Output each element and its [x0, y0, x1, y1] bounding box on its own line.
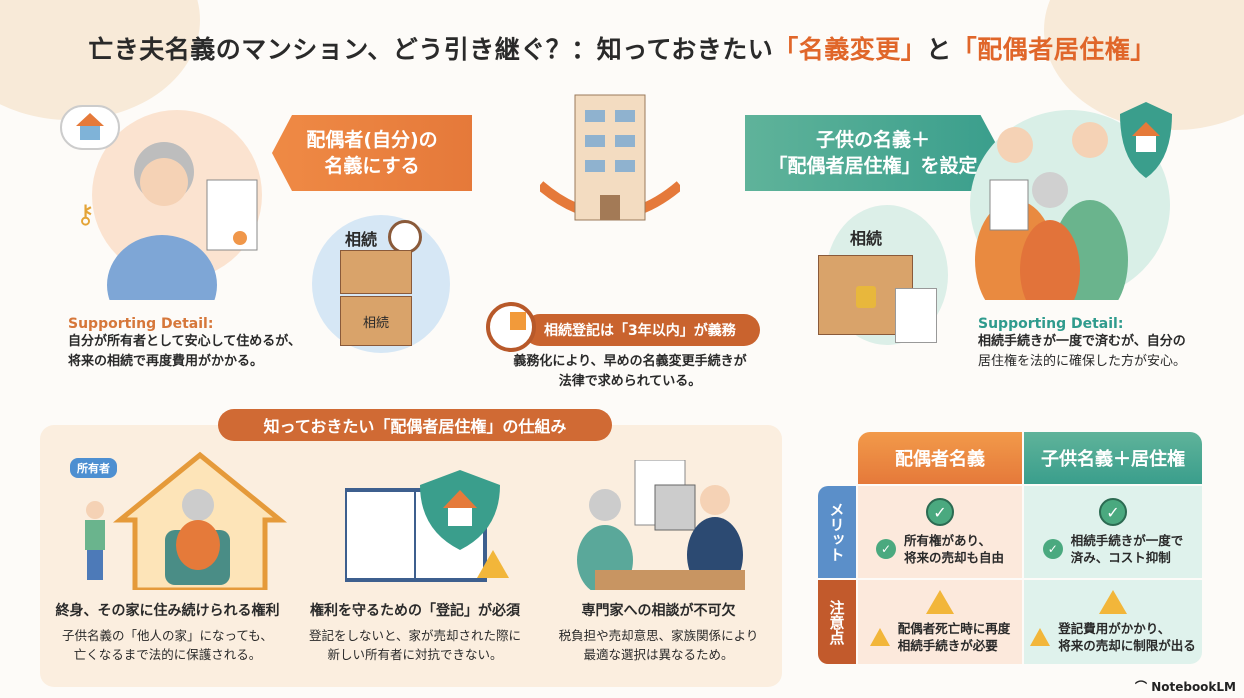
key-icon: ⚷ [76, 200, 96, 230]
supporting-line: 自分が所有者として安心して住めるが、 [68, 334, 301, 349]
cell-text: 配偶者死亡時に再度 [897, 621, 1011, 636]
check-icon: ✓ [926, 498, 954, 526]
title-highlight: 「名義変更」 [773, 35, 927, 64]
desc-line: 法律で求められている。 [558, 374, 702, 389]
consultation-icon [565, 459, 765, 595]
cell-text: 済み、コスト抑制 [1070, 550, 1171, 565]
page-title: 亡き夫名義のマンション、どう引き継ぐ？：知っておきたい「名義変更」と「配偶者居住… [0, 30, 1244, 66]
deadline-pill: 相続登記は「3年以内」が義務 [524, 314, 760, 346]
box-icon [340, 250, 412, 294]
document-icon [895, 288, 937, 343]
column-title: 専門家への相談が不可欠 [581, 603, 736, 619]
supporting-heading: Supporting Detail: [978, 316, 1124, 332]
title-text: と [926, 35, 952, 64]
cell-text: 登記費用がかかり、 [1058, 621, 1171, 636]
warning-icon [1030, 628, 1051, 646]
registry-book-shield-icon [343, 470, 515, 585]
inherit-label: 相続 [850, 229, 883, 248]
check-icon: ✓ [875, 539, 896, 559]
inherit-label: 相続 [345, 230, 378, 249]
mechanism-columns: 終身、その家に住み続けられる権利 子供名義の「他人の家」になっても、 亡くなるま… [40, 600, 782, 664]
apartment-building-icon [536, 85, 684, 225]
stopwatch-icon [486, 302, 536, 352]
check-icon: ✓ [1099, 498, 1127, 526]
child-icon [80, 500, 110, 580]
deadline-desc: 義務化により、早めの名義変更手続きが法律で求められている。 [480, 352, 780, 392]
cell-spouse-merit: ✓ ✓ 所有権があり、将来の売却も自由 [858, 486, 1022, 578]
row-header-caution: 注意点 [818, 580, 856, 664]
title-text: 亡き夫名義のマンション、どう引き継ぐ？：知っておきたい [88, 35, 774, 64]
clock-icon [388, 220, 422, 254]
notebooklm-logo-icon: ⌒ [1135, 680, 1152, 694]
shield-house-icon [1118, 100, 1174, 180]
banner-line: 子供の名義＋ [815, 129, 930, 151]
column-title: 終身、その家に住み続けられる権利 [55, 603, 280, 619]
family-icon [975, 122, 1128, 320]
supporting-heading: Supporting Detail: [68, 316, 214, 332]
warning-icon [869, 628, 890, 646]
supporting-line: 将来の相続で再度費用がかかる。 [68, 354, 264, 369]
mechanism-column: 終身、その家に住み続けられる権利 子供名義の「他人の家」になっても、 亡くなるま… [40, 600, 295, 664]
col-header-child: 子供名義＋居住権 [1024, 432, 1202, 484]
lifetime-residence-icon [110, 450, 290, 593]
banner-line: 名義にする [324, 155, 420, 177]
column-desc: 税負担や売却意思、家族関係により [558, 628, 759, 643]
column-desc: 亡くなるまで法的に保護される。 [73, 647, 262, 662]
cell-text: 所有権があり、 [903, 533, 991, 548]
desc-line: 義務化により、早めの名義変更手続きが [513, 354, 747, 369]
cell-child-merit: ✓ ✓ 相続手続きが一度で済み、コスト抑制 [1024, 486, 1202, 578]
cell-child-caution: 登記費用がかかり、将来の売却に制限が出る [1024, 580, 1202, 664]
check-icon: ✓ [1042, 539, 1063, 559]
mechanism-column: 権利を守るための「登記」が必須 登記をしないと、家が売却された際に 新しい所有者… [295, 600, 535, 664]
thought-bubble-house-icon [60, 105, 120, 150]
column-title: 権利を守るための「登記」が必須 [310, 603, 520, 619]
comparison-table: 配偶者名義 子供名義＋居住権 メリット 注意点 ✓ ✓ 所有権があり、将来の売却も… [818, 432, 1202, 664]
mechanism-header: 知っておきたい「配偶者居住権」の仕組み [218, 409, 612, 441]
column-desc: 新しい所有者に対抗できない。 [327, 647, 503, 662]
warning-icon [926, 590, 954, 614]
column-desc: 最適な選択は異なるため。 [583, 647, 734, 662]
mechanism-column: 専門家への相談が不可欠 税負担や売却意思、家族関係により 最適な選択は異なるため… [535, 600, 782, 664]
row-header-merit: メリット [818, 486, 856, 578]
left-supporting-detail: Supporting Detail: 自分が所有者として安心して住めるが、 将来… [68, 316, 301, 372]
column-desc: 登記をしないと、家が売却された際に [308, 628, 521, 643]
supporting-line: 居住権を法的に確保した方が安心。 [978, 354, 1187, 369]
watermark-text: NotebookLM [1151, 680, 1236, 694]
option-spouse-banner: 配偶者(自分)の名義にする [272, 115, 472, 191]
option-child-banner: 子供の名義＋ 「配偶者居住権」を設定 [745, 115, 1001, 191]
title-highlight: 「配偶者居住権」 [951, 35, 1156, 64]
cell-text: 将来の売却に制限が出る [1058, 638, 1196, 653]
cell-spouse-caution: 配偶者死亡時に再度相続手続きが必要 [858, 580, 1022, 664]
owner-tag: 所有者 [70, 458, 117, 478]
cell-text: 相続手続きが必要 [897, 638, 998, 653]
cell-text: 相続手続きが一度で [1070, 533, 1184, 548]
box-label: 相続 [340, 296, 412, 346]
warning-icon [1099, 590, 1127, 614]
banner-line: 「配偶者居住権」を設定 [768, 155, 978, 177]
banner-line: 配偶者(自分)の [306, 129, 438, 151]
supporting-line: 相続手続きが一度で済むが、自分の [978, 334, 1186, 349]
right-supporting-detail: Supporting Detail: 相続手続きが一度で済むが、自分の 居住権を… [978, 316, 1186, 372]
cell-text: 将来の売却も自由 [903, 550, 1004, 565]
notebooklm-watermark: ⌒ NotebookLM [1135, 678, 1236, 695]
column-desc: 子供名義の「他人の家」になっても、 [62, 628, 273, 643]
col-header-spouse: 配偶者名義 [858, 432, 1022, 484]
